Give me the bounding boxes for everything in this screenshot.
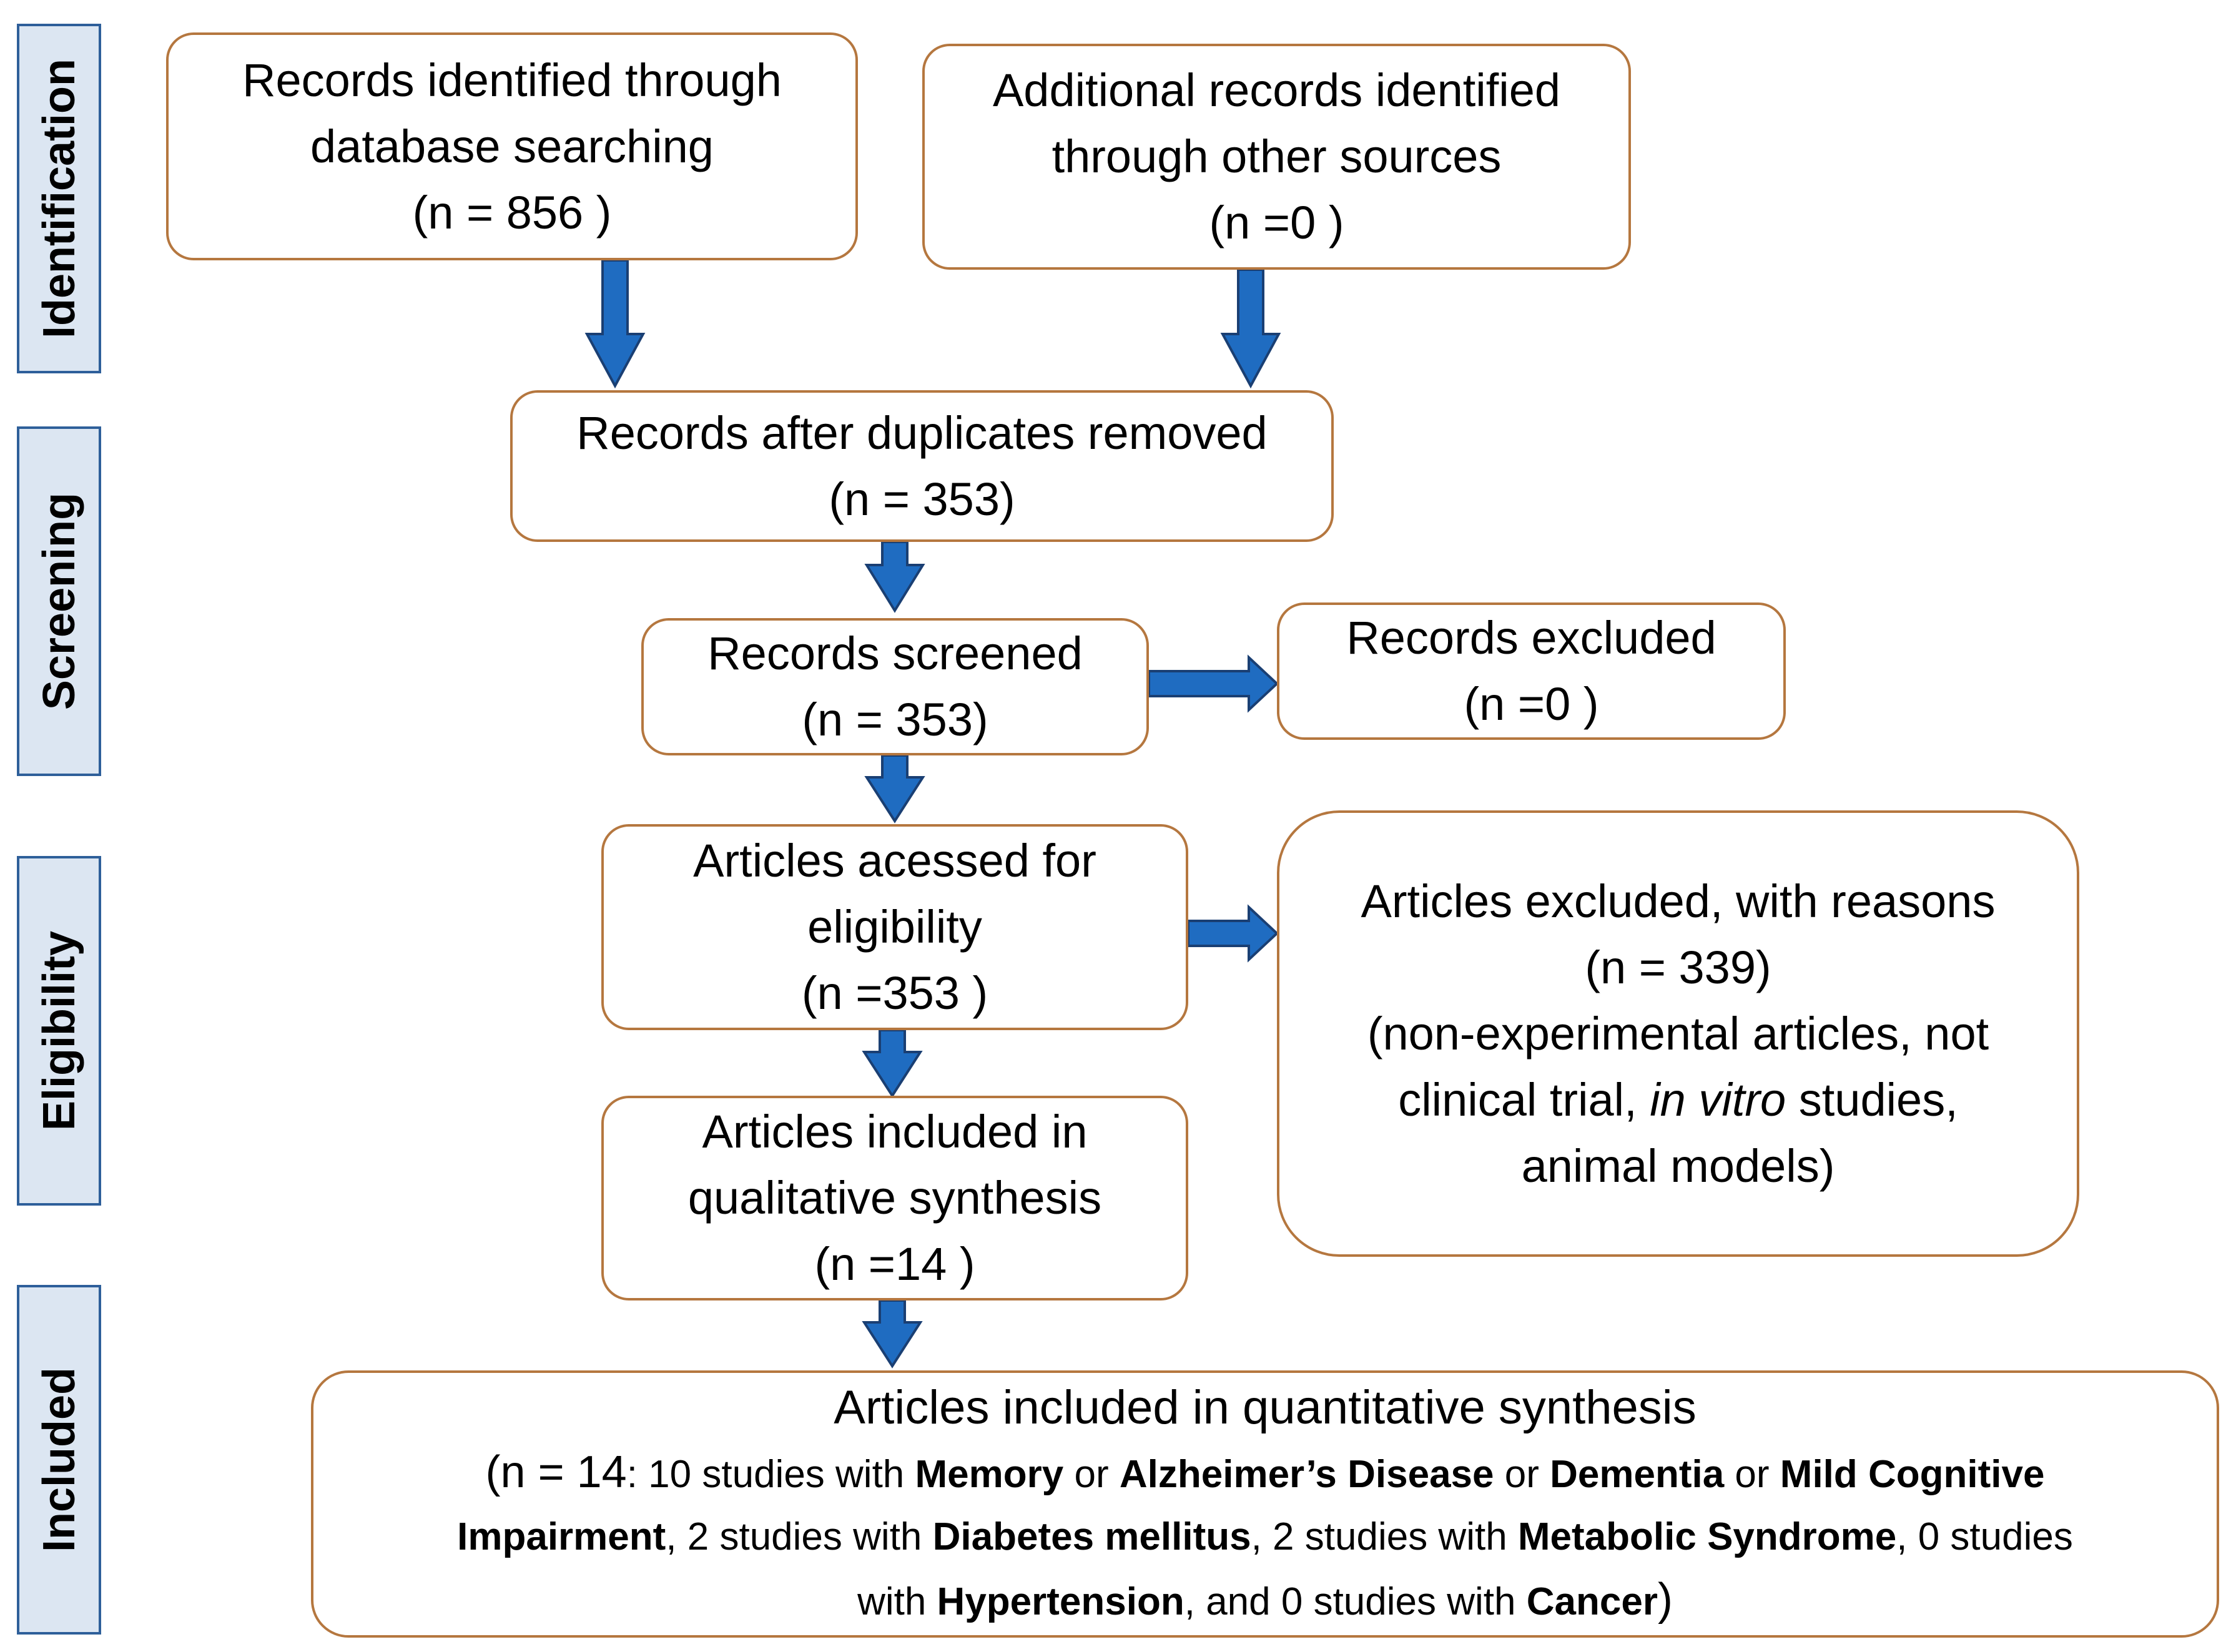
qualitative-line2: qualitative synthesis <box>687 1172 1102 1224</box>
reasons-line3: (non-experimental articles, not <box>1367 1007 1989 1060</box>
eligibility-count: (n =353 ) <box>801 967 988 1019</box>
quantitative-line2: Impairment, 2 studies with Diabetes mell… <box>457 1506 2073 1568</box>
db-search-line1: Records identified through <box>242 54 782 106</box>
db-search-count: (n = 856 ) <box>412 186 612 238</box>
q-close: ) <box>1657 1575 1673 1625</box>
db-search-line2: database searching <box>310 120 714 172</box>
arrow-eligibility-to-qualitative <box>862 1029 923 1098</box>
q-text: or <box>1724 1453 1780 1496</box>
arrow-eligibility-to-reasons <box>1187 904 1279 963</box>
db-search-box: Records identified through database sear… <box>166 32 858 260</box>
phase-eligibility: Eligibility <box>17 856 101 1206</box>
q-text: or <box>1063 1453 1120 1496</box>
reasons-line5: animal models) <box>1521 1139 1835 1192</box>
q-text: , 0 studies <box>1896 1515 2073 1558</box>
records-excluded-box: Records excluded (n =0 ) <box>1277 602 1786 740</box>
arrow-screened-to-excluded <box>1148 654 1279 713</box>
reasons-in-vitro: in vitro <box>1650 1073 1786 1126</box>
q-text: , 2 studies with <box>666 1515 933 1558</box>
screened-box: Records screened (n = 353) <box>641 618 1149 755</box>
arrow-screened-to-eligibility <box>864 754 925 824</box>
q-alzheimers: Alzheimer’s Disease <box>1119 1453 1494 1496</box>
qualitative-line1: Articles included in <box>702 1106 1088 1158</box>
excluded-line1: Records excluded <box>1346 612 1716 664</box>
q-text: , and 0 studies with <box>1184 1580 1527 1623</box>
phase-identification: Identification <box>17 24 101 373</box>
reasons-line1: Articles excluded, with reasons <box>1361 875 1996 927</box>
quantitative-box: Articles included in quantitative synthe… <box>311 1370 2219 1638</box>
other-sources-box: Additional records identified through ot… <box>922 44 1631 270</box>
eligibility-line1: Articles acessed for <box>693 835 1096 887</box>
q-text: or <box>1494 1453 1550 1496</box>
q-metabolic: Metabolic Syndrome <box>1517 1515 1897 1558</box>
reasons-count: (n = 339) <box>1585 941 1771 993</box>
q-diabetes: Diabetes mellitus <box>932 1515 1251 1558</box>
q-cancer: Cancer <box>1526 1580 1658 1623</box>
arrow-other-to-duplicates <box>1220 268 1281 389</box>
arrow-duplicates-to-screened <box>864 541 925 613</box>
q-dementia: Dementia <box>1550 1453 1725 1496</box>
eligibility-box: Articles acessed for eligibility (n =353… <box>601 824 1188 1030</box>
qualitative-box: Articles included in qualitative synthes… <box>601 1096 1188 1300</box>
q-hypertension: Hypertension <box>937 1580 1184 1623</box>
reasons-line4-part3: studies, <box>1786 1073 1958 1126</box>
reasons-line4-part1: clinical trial, <box>1398 1073 1650 1126</box>
after-duplicates-count: (n = 353) <box>829 473 1015 525</box>
excluded-count: (n =0 ) <box>1464 678 1599 730</box>
q-text: : 10 studies with <box>626 1453 915 1496</box>
q-mci-part2: Impairment <box>457 1515 666 1558</box>
arrow-qualitative-to-quantitative <box>862 1299 923 1369</box>
excluded-reasons-box: Articles excluded, with reasons (n = 339… <box>1277 810 2079 1257</box>
other-sources-line2: through other sources <box>1051 130 1502 182</box>
quantitative-count: (n = 14 <box>485 1447 627 1497</box>
reasons-line4: clinical trial, in vitro studies, <box>1398 1067 1958 1133</box>
quantitative-line1: (n = 14: 10 studies with Memory or Alzhe… <box>486 1441 2045 1506</box>
phase-screening: Screening <box>17 426 101 776</box>
phase-included: Included <box>17 1285 101 1635</box>
screened-line1: Records screened <box>707 627 1083 679</box>
arrow-db-to-duplicates <box>584 259 646 389</box>
screened-count: (n = 353) <box>802 694 988 745</box>
qualitative-count: (n =14 ) <box>814 1238 975 1290</box>
after-duplicates-line1: Records after duplicates removed <box>576 406 1268 459</box>
other-sources-count: (n =0 ) <box>1209 197 1344 248</box>
q-memory: Memory <box>915 1453 1064 1496</box>
q-text: , 2 studies with <box>1251 1515 1518 1558</box>
quantitative-title: Articles included in quantitative synthe… <box>834 1381 1697 1434</box>
after-duplicates-box: Records after duplicates removed (n = 35… <box>510 390 1334 542</box>
other-sources-line1: Additional records identified <box>992 64 1561 116</box>
q-mci-part1: Mild Cognitive <box>1780 1453 2045 1496</box>
quantitative-line3: with Hypertension, and 0 studies with Ca… <box>857 1568 1673 1633</box>
eligibility-line2: eligibility <box>807 901 982 953</box>
q-text: with <box>857 1580 937 1623</box>
